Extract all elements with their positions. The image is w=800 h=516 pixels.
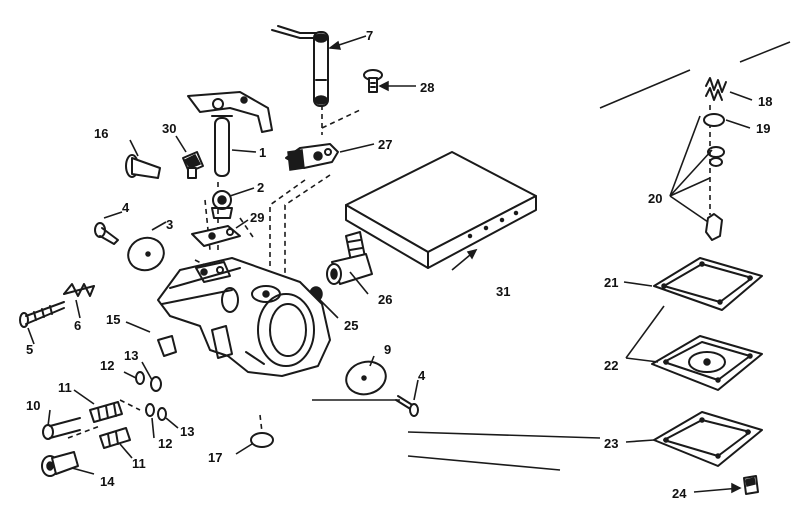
callout-13-lower: 13	[180, 424, 194, 439]
callout-29: 29	[250, 210, 264, 225]
part-17	[250, 432, 274, 448]
jet-lower	[41, 427, 131, 477]
fuel-fitting	[326, 231, 373, 285]
callout-11-lower: 11	[132, 456, 146, 471]
part-16	[125, 154, 161, 179]
callout-28: 28	[420, 80, 434, 95]
part-15	[157, 335, 177, 357]
callout-5: 5	[26, 342, 33, 357]
parts-12-13	[135, 371, 167, 421]
choke-bracket	[187, 91, 273, 177]
callout-15: 15	[106, 312, 120, 327]
callout-21: 21	[604, 275, 618, 290]
screw-4-upper	[94, 222, 119, 245]
callout-14: 14	[100, 474, 115, 489]
part-2	[211, 190, 233, 219]
callout-31: 31	[496, 284, 510, 299]
callout-18: 18	[758, 94, 772, 109]
callout-11-upper: 11	[58, 380, 72, 395]
callout-23: 23	[604, 436, 618, 451]
assembly-dashed-lines	[67, 105, 711, 439]
callout-4-upper: 4	[122, 200, 130, 215]
spring-6	[63, 283, 95, 297]
filter-pad	[345, 151, 537, 269]
callout-19: 19	[756, 121, 770, 136]
callout-4-lower: 4	[418, 368, 426, 383]
part-27	[285, 143, 339, 171]
screw-4-lower	[395, 395, 419, 417]
callout-10: 10	[26, 398, 40, 413]
callout-12-lower: 12	[158, 436, 172, 451]
callout-22: 22	[604, 358, 618, 373]
callout-3: 3	[166, 217, 173, 232]
part-30	[182, 151, 204, 179]
callout-numbers: 1 2 3 4 4 5 6 7 9 10 11 11 12 12 13 13 1…	[26, 28, 772, 501]
part-29	[191, 225, 241, 247]
callout-1: 1	[259, 145, 266, 160]
callout-9: 9	[384, 342, 391, 357]
guide-lines	[312, 41, 791, 471]
leader-lines	[27, 35, 753, 494]
carburetor-body	[157, 257, 331, 377]
callout-17: 17	[208, 450, 222, 465]
jet-upper	[42, 401, 123, 440]
throttle-shaft	[271, 25, 329, 107]
callout-25: 25	[344, 318, 358, 333]
callout-27: 27	[378, 137, 392, 152]
callout-20: 20	[648, 191, 662, 206]
callout-7: 7	[366, 28, 373, 43]
callout-13-upper: 13	[124, 348, 138, 363]
callout-6: 6	[74, 318, 81, 333]
callout-16: 16	[94, 126, 108, 141]
callout-2: 2	[257, 180, 264, 195]
fuel-pump-stack	[651, 77, 763, 495]
callout-26: 26	[378, 292, 392, 307]
callout-30: 30	[162, 121, 176, 136]
needle-screw-5	[19, 301, 65, 328]
screw-28	[363, 69, 383, 93]
callout-12-upper: 12	[100, 358, 114, 373]
callout-24: 24	[672, 486, 687, 501]
part-3	[127, 236, 165, 272]
part-9	[345, 360, 387, 396]
